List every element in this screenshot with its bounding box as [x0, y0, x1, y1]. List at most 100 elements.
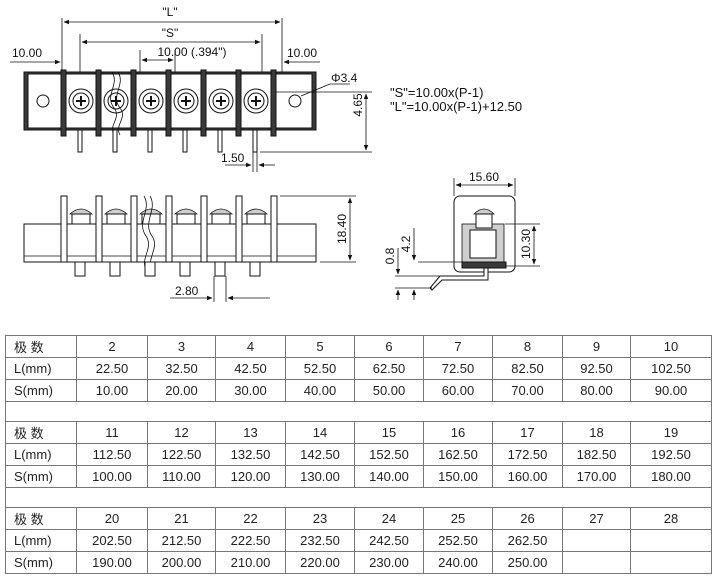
table-cell: 16 [423, 421, 493, 444]
table-cell: 172.50 [492, 443, 563, 466]
table-cell: 202.50 [76, 529, 148, 552]
table-cell: 8 [492, 335, 563, 358]
table-cell: 17 [492, 421, 563, 444]
table-cell: 11 [76, 421, 148, 444]
row-label: L(mm) [5, 443, 77, 466]
table-cell: 52.50 [285, 357, 355, 380]
table-cell: 110.00 [147, 465, 216, 488]
row-label: L(mm) [5, 529, 77, 552]
top-screws [68, 88, 269, 114]
top-pins [77, 129, 258, 153]
dim-1840-label: 18.40 [335, 214, 349, 244]
dim-left-10-label: 10.00 [12, 46, 42, 60]
table-cell: 220.00 [285, 551, 355, 574]
table-cell: 120.00 [215, 465, 286, 488]
table-cell: 28 [630, 507, 712, 530]
dim-465-label: 4.65 [351, 93, 365, 117]
table-cell: 70.00 [492, 379, 563, 402]
table-cell: 15 [354, 421, 424, 444]
table-cell: 100.00 [76, 465, 148, 488]
table-cell: 9 [562, 335, 631, 358]
table-cell: 140.00 [354, 465, 424, 488]
table-cell: 13 [215, 421, 286, 444]
table-cell: 12 [147, 421, 216, 444]
table-cell: 24 [354, 507, 424, 530]
table-cell: 122.50 [147, 443, 216, 466]
side-view: 15.60 10.30 4.2 0.8 [383, 170, 540, 300]
table-cell: 21 [147, 507, 216, 530]
table-cell: 240.00 [423, 551, 493, 574]
table-cell: 40.00 [285, 379, 355, 402]
table-cell: 30.00 [215, 379, 286, 402]
table-gap-row [5, 487, 712, 508]
table-cell: 132.50 [215, 443, 286, 466]
table-cell: 152.50 [354, 443, 424, 466]
dim-L-label: "L" [162, 5, 177, 19]
formula-L: "L"=10.00x(P-1)+12.50 [390, 99, 522, 114]
table-cell [562, 529, 631, 552]
table-cell: 250.00 [492, 551, 563, 574]
table-cell: 7 [423, 335, 493, 358]
table-cell: 18 [562, 421, 631, 444]
table-cell: 112.50 [76, 443, 148, 466]
table-cell: 2 [76, 335, 148, 358]
front-screws [68, 208, 269, 225]
table-cell [562, 551, 631, 574]
table-cell: 20 [76, 507, 148, 530]
table-gap-cell [5, 401, 712, 422]
table-cell: 3 [147, 335, 216, 358]
technical-drawing: "L" "S" 10.00 (.394") 10.00 10.00 [10, 5, 540, 302]
table-cell: 230.00 [354, 551, 424, 574]
table-cell: 6 [354, 335, 424, 358]
top-view: "L" "S" 10.00 (.394") 10.00 10.00 [10, 5, 522, 172]
formula-S: "S"=10.00x(P-1) [390, 85, 483, 100]
dim-hole-label: Φ3.4 [331, 71, 358, 85]
table-cell: 23 [285, 507, 355, 530]
dim-S-label: "S" [162, 26, 179, 40]
table-cell: 60.00 [423, 379, 493, 402]
row-label: 极 数 [5, 421, 77, 444]
dim-1030-label: 10.30 [519, 229, 533, 259]
row-label: 极 数 [5, 507, 77, 530]
table-cell: 160.00 [492, 465, 563, 488]
top-barriers [60, 69, 277, 137]
table-gap-row [5, 401, 712, 422]
table-cell: 222.50 [215, 529, 286, 552]
front-pins [74, 261, 261, 277]
row-label: S(mm) [5, 551, 77, 574]
table-cell: 212.50 [147, 529, 216, 552]
table-cell: 62.50 [354, 357, 424, 380]
table-cell: 10 [630, 335, 712, 358]
table-cell [630, 551, 712, 574]
row-label: S(mm) [5, 465, 77, 488]
table-gap-cell [5, 487, 712, 508]
table-cell: 232.50 [285, 529, 355, 552]
table-cell: 262.50 [492, 529, 563, 552]
table-cell [630, 529, 712, 552]
table-cell: 180.00 [630, 465, 712, 488]
row-label: S(mm) [5, 379, 77, 402]
table-cell: 162.50 [423, 443, 493, 466]
table-cell: 14 [285, 421, 355, 444]
table-cell: 4 [215, 335, 286, 358]
front-barriers [60, 195, 278, 263]
table-cell: 92.50 [562, 357, 631, 380]
table-cell: 170.00 [562, 465, 631, 488]
table-cell: 20.00 [147, 379, 216, 402]
dim-pitch-label: 10.00 (.394") [158, 45, 227, 59]
dim-150-label: 1.50 [221, 151, 245, 165]
table-cell: 25 [423, 507, 493, 530]
table-cell: 102.50 [630, 357, 712, 380]
dim-1560-label: 15.60 [469, 170, 499, 184]
table-cell: 130.00 [285, 465, 355, 488]
